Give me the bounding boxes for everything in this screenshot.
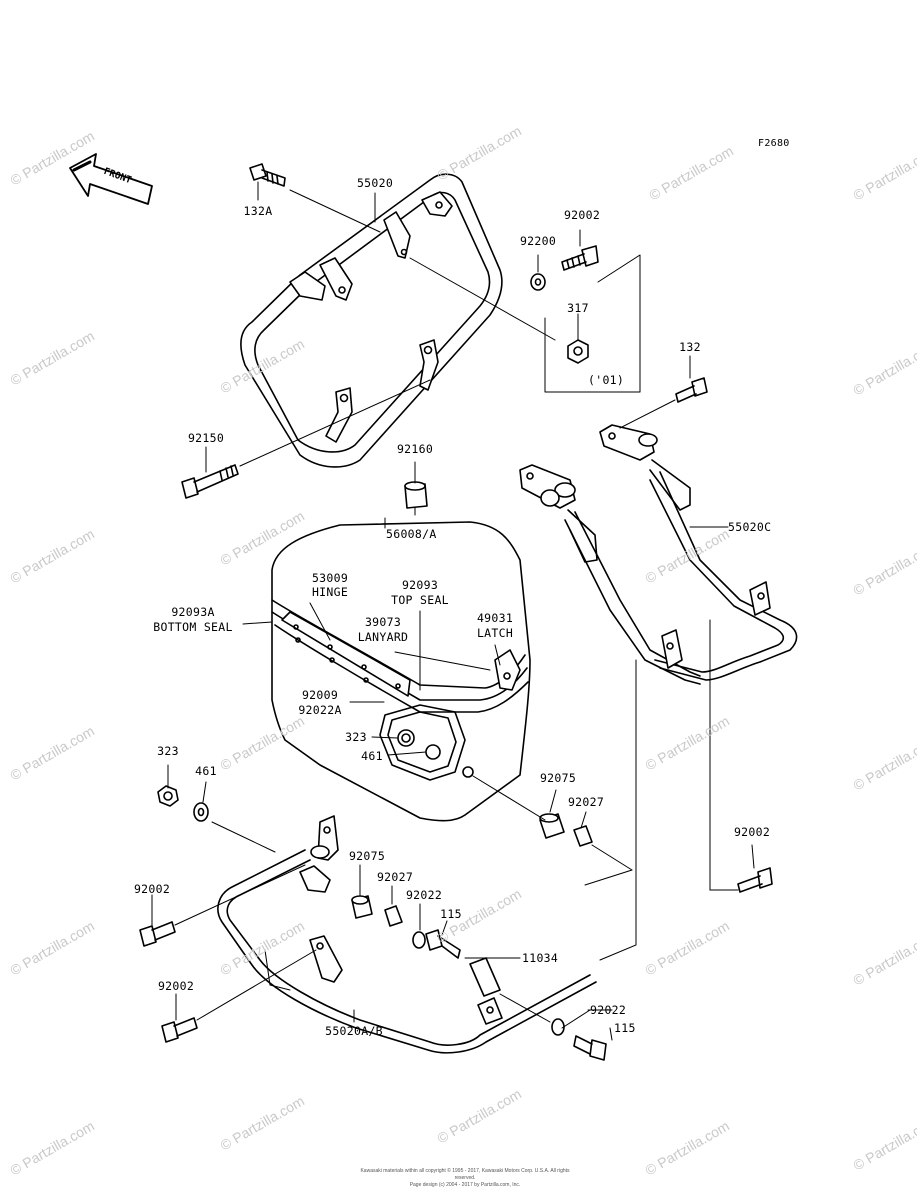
- part-label-53009-name: HINGE: [311, 585, 349, 599]
- bolt-92002-left2-icon: [161, 1017, 198, 1043]
- bolt-132A-icon: [249, 163, 286, 187]
- part-label-317[interactable]: 317: [567, 301, 589, 315]
- part-label-92160[interactable]: 92160: [396, 442, 434, 456]
- part-label-55020[interactable]: 55020: [356, 176, 394, 190]
- bolt-115-mid-icon: [425, 929, 461, 959]
- bolt-92150-icon: [181, 464, 239, 499]
- frame-55020C: [519, 424, 798, 891]
- part-label-323[interactable]: 323: [157, 744, 179, 758]
- grommet-92075-mid-icon: [351, 895, 373, 919]
- copyright-line-1: Kawasaki materials within all copyright …: [360, 1168, 570, 1181]
- part-label-461[interactable]: 461: [195, 764, 217, 778]
- part-label-39073-name: LANYARD: [357, 630, 409, 644]
- part-label-39073[interactable]: 39073: [364, 615, 402, 629]
- part-label-53009[interactable]: 53009: [311, 571, 349, 585]
- front-arrow-icon: [69, 153, 153, 205]
- part-label-01: ('01): [588, 373, 625, 387]
- collar-92027-right-icon: [573, 825, 593, 847]
- frame-55020AB: [217, 659, 637, 1054]
- collar-92027-mid-icon: [384, 905, 403, 927]
- part-label-49031[interactable]: 49031: [476, 611, 514, 625]
- copyright: Kawasaki materials within all copyright …: [350, 1168, 580, 1189]
- part-label-92002[interactable]: 92002: [563, 208, 601, 222]
- bolt-92002-top-icon: [561, 245, 599, 271]
- leader-lines: [151, 181, 755, 1041]
- part-label-92093[interactable]: 92093: [401, 578, 439, 592]
- bolt-132-icon: [675, 377, 708, 403]
- nut-323-icon: [157, 785, 179, 807]
- washer-461-icon: [193, 802, 209, 822]
- copyright-line-2: Page design (c) 2004 - 2017 by Partzilla…: [409, 1182, 521, 1188]
- grommet-92160-icon: [404, 481, 428, 509]
- part-label-49031-name: LATCH: [476, 626, 514, 640]
- diagram-code: F2680: [758, 138, 790, 149]
- part-label-92009[interactable]: 92009: [301, 688, 339, 702]
- part-label-92075-right[interactable]: 92075: [539, 771, 577, 785]
- part-label-92002-left1[interactable]: 92002: [133, 882, 171, 896]
- part-label-92022-bottom[interactable]: 92022: [590, 1003, 627, 1017]
- part-label-92002-right[interactable]: 92002: [733, 825, 771, 839]
- part-label-55020C[interactable]: 55020C: [728, 520, 772, 534]
- grommet-92075-right-icon: [539, 813, 565, 839]
- part-label-92093-name: TOP SEAL: [391, 593, 449, 607]
- part-label-92200[interactable]: 92200: [519, 234, 557, 248]
- part-label-92093A-name: BOTTOM SEAL: [153, 620, 233, 634]
- part-label-132[interactable]: 132: [679, 340, 701, 354]
- part-label-92022A[interactable]: 92022A: [298, 703, 342, 717]
- part-label-92093A[interactable]: 92093A: [171, 605, 215, 619]
- part-label-92027-right[interactable]: 92027: [567, 795, 605, 809]
- case-56008: [271, 521, 531, 822]
- bolt-92002-left1-icon: [139, 921, 176, 947]
- part-label-115-bottom[interactable]: 115: [614, 1021, 636, 1035]
- nut-317-icon: [567, 339, 589, 364]
- part-label-115-mid[interactable]: 115: [440, 907, 462, 921]
- part-label-55020AB[interactable]: 55020A/B: [325, 1024, 383, 1038]
- part-label-92002-left2[interactable]: 92002: [157, 979, 195, 993]
- washer-92200-icon: [530, 273, 546, 291]
- bolt-92002-right-icon: [737, 867, 773, 893]
- frame-55020: [240, 173, 503, 468]
- part-label-56008[interactable]: 56008/A: [386, 527, 437, 541]
- part-label-92150[interactable]: 92150: [187, 431, 225, 445]
- part-label-461-case[interactable]: 461: [361, 749, 383, 763]
- part-label-92027-mid[interactable]: 92027: [376, 870, 414, 884]
- washer-92022-mid-icon: [412, 931, 426, 949]
- washer-92022-bottom-icon: [551, 1018, 565, 1036]
- part-label-92075-mid[interactable]: 92075: [348, 849, 386, 863]
- bolt-115-bottom-icon: [573, 1035, 607, 1061]
- part-label-11034[interactable]: 11034: [522, 951, 559, 965]
- part-label-92022-mid[interactable]: 92022: [405, 888, 443, 902]
- part-label-132A[interactable]: 132A: [243, 204, 273, 218]
- part-label-323-case[interactable]: 323: [345, 730, 367, 744]
